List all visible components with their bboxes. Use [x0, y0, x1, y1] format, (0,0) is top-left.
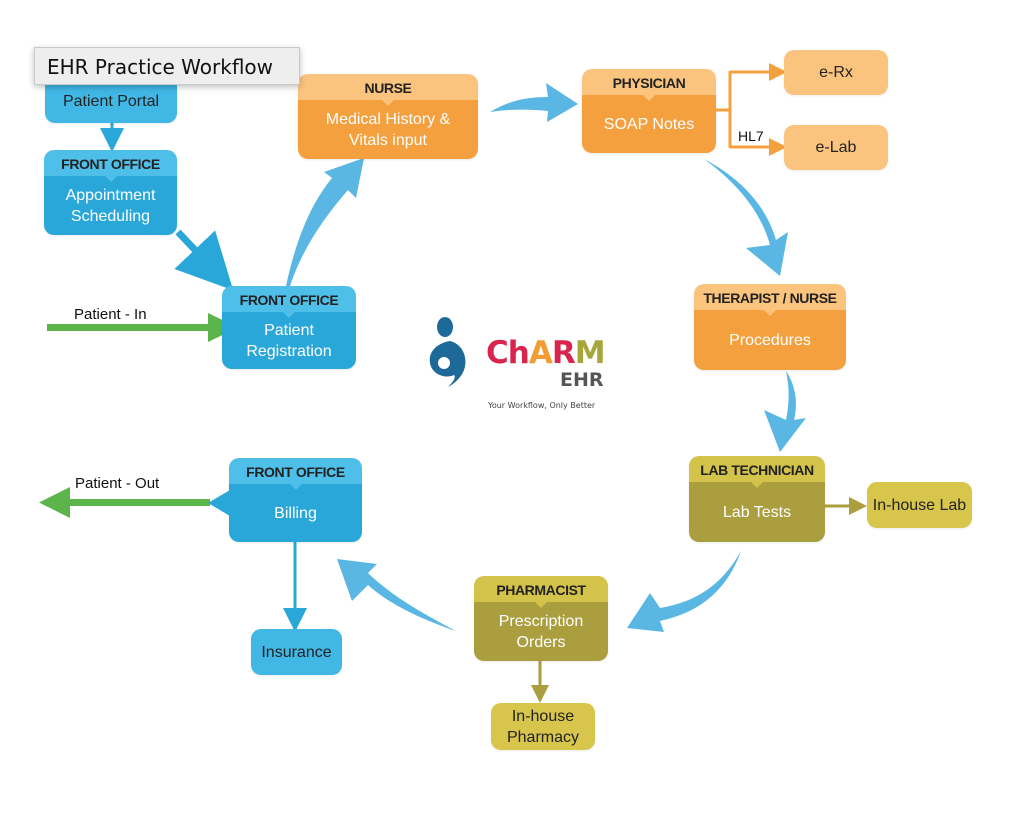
- node-body-line: Appointment: [65, 186, 156, 204]
- flow-arrow-physician-to-therapist: [704, 159, 788, 276]
- charm-ehr-logo: ChARM EHR Your Workflow, Only Better: [428, 315, 618, 415]
- logo-ehr: EHR: [560, 369, 604, 391]
- logo-letter-m: M: [574, 335, 606, 371]
- logo-letters-ch: Ch: [486, 335, 530, 371]
- billing-pointer: [208, 490, 230, 516]
- node-body-text: Billing: [274, 504, 317, 522]
- node-body-text: SOAP Notes: [603, 115, 695, 133]
- patient-in-label: Patient - In: [74, 306, 147, 323]
- logo-figure-icon: [429, 317, 466, 387]
- node-lab-technician[interactable]: LAB TECHNICIAN Lab Tests: [689, 456, 825, 542]
- node-role: FRONT OFFICE: [44, 150, 177, 182]
- flow-arrow-nurse-to-physician: [490, 83, 578, 122]
- node-body-line: Registration: [246, 342, 332, 360]
- node-body-line: Patient: [264, 321, 314, 339]
- node-body-text: Procedures: [729, 331, 811, 349]
- node-body-line: Medical History &: [325, 110, 451, 128]
- node-body-text: In-house Lab: [872, 496, 967, 514]
- node-body-line: Prescription: [498, 612, 584, 630]
- hl7-label: HL7: [738, 128, 764, 144]
- node-role: FRONT OFFICE: [229, 458, 362, 490]
- node-nurse-medical-history[interactable]: NURSE Medical History & Vitals input: [298, 74, 478, 159]
- node-patient-registration[interactable]: FRONT OFFICE Patient Registration: [222, 286, 356, 369]
- node-body-text: Insurance: [261, 643, 332, 661]
- flow-arrow-therapist-to-lab: [764, 371, 806, 452]
- node-billing[interactable]: FRONT OFFICE Billing: [229, 458, 362, 542]
- node-therapist-procedures[interactable]: THERAPIST / NURSE Procedures: [694, 284, 846, 370]
- node-body-line: Pharmacy: [506, 728, 580, 746]
- node-inhouse-pharmacy[interactable]: In-house Pharmacy: [491, 703, 595, 750]
- node-body-text: Lab Tests: [722, 503, 792, 521]
- node-body-line: Orders: [516, 633, 566, 651]
- node-role: FRONT OFFICE: [222, 286, 356, 318]
- node-role: LAB TECHNICIAN: [689, 456, 825, 488]
- logo-tagline: Your Workflow, Only Better: [488, 401, 596, 410]
- physician-branch-connector: [715, 63, 787, 156]
- logo-wordmark: ChARM: [486, 335, 606, 371]
- node-insurance[interactable]: Insurance: [251, 629, 342, 675]
- node-role: THERAPIST / NURSE: [694, 284, 846, 316]
- node-body-text: e-Lab: [815, 139, 857, 156]
- node-role: NURSE: [298, 74, 478, 106]
- node-body-text: e-Rx: [819, 64, 853, 81]
- flow-arrow-lab-to-pharmacist: [627, 551, 741, 632]
- node-body-line: Vitals input: [349, 131, 427, 149]
- node-body-line: In-house: [511, 707, 575, 725]
- node-e-lab[interactable]: e-Lab: [784, 125, 888, 170]
- patient-out-label: Patient - Out: [75, 475, 160, 492]
- flow-arrow-registration-to-nurse: [286, 158, 364, 286]
- patient-out-arrow: [39, 487, 210, 518]
- tooltip-title: EHR Practice Workflow: [34, 47, 300, 85]
- node-inhouse-lab[interactable]: In-house Lab: [867, 482, 972, 528]
- node-body-text: Patient Portal: [62, 93, 160, 110]
- node-appointment-scheduling[interactable]: FRONT OFFICE Appointment Scheduling: [44, 150, 177, 235]
- connector-appointment-to-registration: [174, 229, 234, 291]
- logo-letter-r: R: [551, 335, 576, 371]
- node-physician-soap-notes[interactable]: PHYSICIAN SOAP Notes: [582, 69, 716, 153]
- logo-letter-a: A: [528, 335, 553, 371]
- node-e-rx[interactable]: e-Rx: [784, 50, 888, 95]
- node-role: PHARMACIST: [474, 576, 608, 608]
- node-body-line: Scheduling: [70, 207, 151, 225]
- node-role: PHYSICIAN: [582, 69, 716, 101]
- node-pharmacist[interactable]: PHARMACIST Prescription Orders: [474, 576, 608, 661]
- flow-arrow-pharmacist-to-billing: [337, 559, 456, 631]
